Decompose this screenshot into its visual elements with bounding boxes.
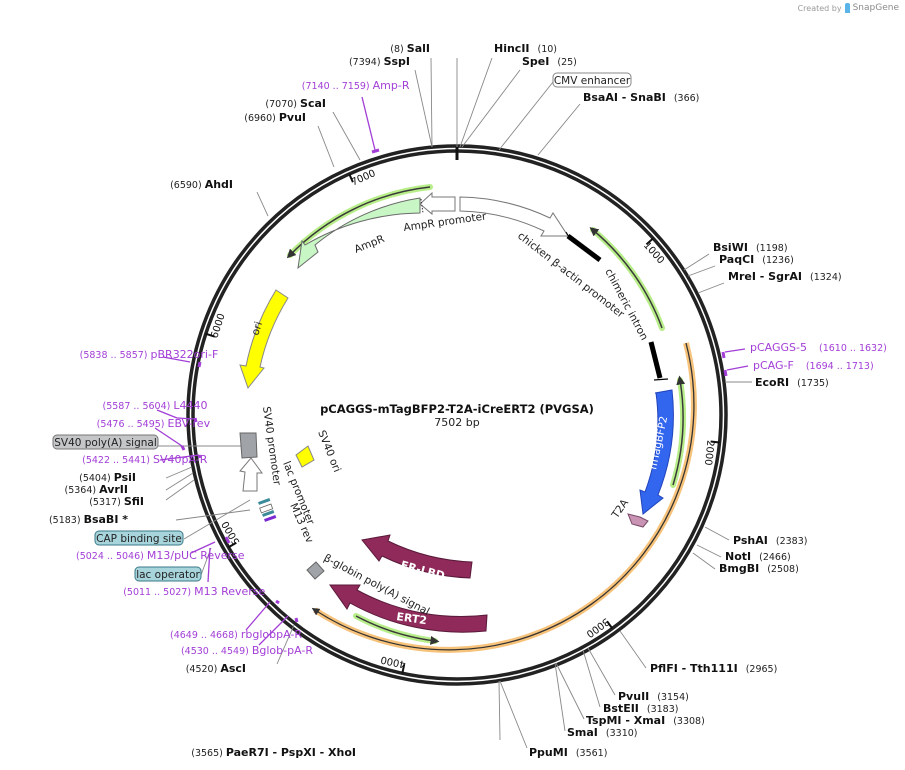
sv40-ori-feature: [295, 445, 315, 468]
svg-text:SV40 poly(A) signal: SV40 poly(A) signal: [54, 437, 157, 449]
credit-brand: SnapGene: [852, 3, 899, 13]
restriction-site[interactable]: PpuMI(3561): [529, 746, 607, 759]
primer-label[interactable]: (5838 .. 5857) pBR322ori-F: [80, 348, 219, 361]
restriction-site[interactable]: PflFI - Tth111I(2965): [650, 662, 777, 675]
svg-text:CMV enhancer: CMV enhancer: [554, 75, 631, 87]
boxed-feature[interactable]: CAP binding site: [94, 530, 184, 546]
restriction-site[interactable]: SpeI(25): [522, 55, 577, 68]
snapgene-logo-icon: [844, 3, 850, 13]
tick-label: 4000: [380, 653, 407, 669]
restriction-site[interactable]: (6960) PvuI: [244, 111, 306, 124]
restriction-site[interactable]: BstEII(3183): [603, 702, 678, 715]
ert2-arrow: [329, 584, 488, 633]
primer-label[interactable]: (5587 .. 5604) L4440: [103, 399, 208, 412]
restriction-site[interactable]: (4520) AscI: [186, 662, 246, 675]
primer-label[interactable]: (5024 .. 5046) M13/pUC Reverse: [76, 549, 245, 562]
restriction-site[interactable]: (5183) BsaBI *: [49, 513, 128, 526]
primer-labels: (7140 .. 7159) Amp-R pCAGGS-5(1610 .. 163…: [76, 79, 887, 657]
boxed-feature[interactable]: lac operator: [134, 566, 202, 582]
primer-label[interactable]: pCAGGS-5(1610 .. 1632): [750, 341, 887, 354]
primer-label[interactable]: (5011 .. 5027) M13 Reverse: [123, 585, 265, 598]
chicken-beta-actin-promoter-arrow: [459, 196, 569, 237]
restriction-site[interactable]: PshAI(2383): [733, 534, 807, 547]
primer-label[interactable]: (7140 .. 7159) Amp-R: [302, 79, 410, 92]
ampr-promoter-arrow: [419, 191, 456, 216]
tick-label: 2000: [702, 440, 716, 466]
boxed-feature[interactable]: SV40 poly(A) signal: [52, 434, 159, 450]
sv40-polya-feature: [239, 432, 258, 459]
restriction-site[interactable]: BsiWI(1198): [713, 241, 788, 254]
plasmid-length: 7502 bp: [434, 416, 479, 429]
restriction-site[interactable]: PvuII(3154): [618, 690, 689, 703]
restriction-site[interactable]: (6590) AhdI: [170, 178, 233, 191]
lac-cluster: [258, 498, 277, 522]
feature-label-ampr-promoter: AmpR promoter: [403, 210, 488, 234]
restriction-site[interactable]: (7394) SspI: [349, 55, 410, 68]
feature-label-ampr: AmpR: [353, 233, 387, 256]
feature-label-sv40-promoter: SV40 promoter: [260, 406, 283, 487]
primer-label[interactable]: pCAG-F(1694 .. 1713): [753, 359, 874, 372]
sv40-promoter-arrow: [239, 457, 263, 492]
primer-label[interactable]: (5476 .. 5495) EBV-rev: [97, 417, 211, 430]
boxed-feature[interactable]: CMV enhancer: [552, 72, 632, 88]
orf-arcs: [286, 184, 697, 653]
intron-end-bar: [648, 341, 663, 379]
restriction-site[interactable]: BsaAI - SnaBI(366): [583, 91, 699, 104]
er-lbd-arrow: [361, 534, 473, 579]
restriction-site[interactable]: (8) SalI: [390, 42, 430, 55]
restriction-site[interactable]: (5317) SfiI: [89, 495, 144, 508]
feature-label-ori: ori: [249, 320, 265, 337]
restriction-site[interactable]: (5364) AvrII: [64, 483, 128, 496]
tick-label: 5000: [220, 519, 242, 547]
ampr-cds-arrow: [297, 197, 421, 270]
feature-label-ert2: ERT2: [396, 610, 428, 627]
t2a-feature: [627, 513, 649, 528]
restriction-site[interactable]: (5404) PsiI: [79, 471, 136, 484]
primer-label[interactable]: (4530 .. 4549) Bglob-pA-R: [181, 644, 313, 657]
site-leader-lines: [157, 57, 752, 749]
beta-globin-polya-feature: [306, 561, 325, 580]
primer-label[interactable]: (5422 .. 5441) SV40pA-R: [82, 453, 208, 466]
tick-label: 1000: [641, 240, 666, 266]
cba-promoter-end: [566, 234, 602, 262]
restriction-site[interactable]: BmgBI(2508): [719, 562, 799, 575]
feature-label-t2a: T2A: [609, 497, 632, 522]
restriction-site[interactable]: (7070) ScaI: [265, 97, 326, 110]
primer-label[interactable]: (4649 .. 4668) rbglobpA-R: [170, 628, 302, 641]
restriction-site[interactable]: PaqCI(1236): [719, 253, 794, 266]
restriction-site[interactable]: SmaI(3310): [567, 726, 638, 739]
plasmid-name: pCAGGS-mTagBFP2-T2A-iCreERT2 (PVGSA): [320, 402, 594, 416]
ori-arrow: [239, 289, 289, 390]
restriction-site-labels: (8) SalI HincII(10)SpeI(25) (7394) SspI Bsa…: [49, 42, 842, 759]
restriction-site[interactable]: TspMI - XmaI(3308): [586, 714, 705, 727]
credit-prefix: Created by: [797, 3, 842, 13]
promoter-arrows: [239, 191, 569, 492]
tick-label: 3000: [584, 615, 611, 639]
primer-leader-lines: [154, 96, 749, 646]
restriction-site[interactable]: HincII(10): [494, 42, 557, 55]
feature-label-sv40-ori: SV40 ori: [315, 429, 343, 474]
mtagbfp2-arrow: [639, 389, 674, 515]
svg-text:CAP binding site: CAP binding site: [96, 533, 182, 545]
restriction-site[interactable]: (3565) PaeR7I - PspXI - XhoI: [191, 746, 356, 759]
restriction-site[interactable]: MreI - SgrAI(1324): [728, 270, 842, 283]
restriction-site[interactable]: NotI(2466): [725, 550, 791, 563]
svg-text:lac operator: lac operator: [136, 569, 200, 581]
restriction-site[interactable]: EcoRI(1735): [755, 376, 829, 389]
snapgene-credit: Created by SnapGene: [798, 3, 899, 13]
